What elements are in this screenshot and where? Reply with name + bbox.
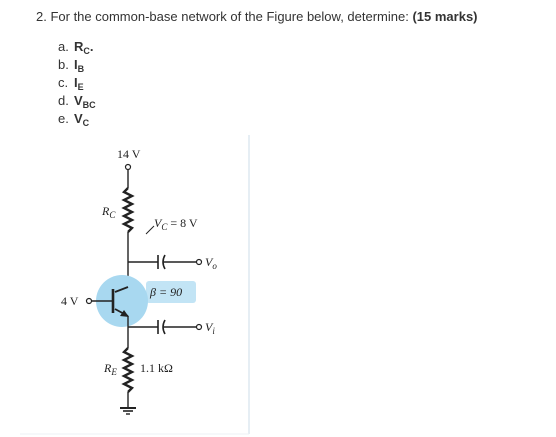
part-a: a. RC. (58, 38, 96, 56)
part-subscript: C (82, 118, 90, 128)
base-terminal (85, 297, 93, 305)
part-label: c. (58, 75, 69, 90)
beta-box (146, 281, 196, 303)
part-variable: V (74, 111, 83, 126)
part-suffix: . (89, 39, 94, 54)
emitter-arrow-icon (120, 310, 129, 317)
parts-list: a.RC. b.IB c.IE d.VBC e.VC (58, 38, 96, 128)
part-d: d. VBC (58, 92, 96, 110)
part-label: e. (58, 111, 69, 126)
part-label: b. (58, 57, 69, 72)
rc-resistor (121, 187, 135, 233)
vc-label: VC = 8 V (154, 216, 198, 232)
rc-label: RC (101, 204, 116, 220)
vi-terminal (195, 323, 203, 331)
question-marks: (15 marks) (412, 9, 478, 24)
supply-terminal (124, 163, 132, 171)
part-label: a. (58, 39, 69, 54)
part-variable: I (74, 57, 78, 72)
part-c: c. IE (58, 74, 96, 92)
re-resistor (121, 347, 135, 393)
part-subscript: E (77, 82, 84, 92)
beta-label: β = 90 (149, 285, 182, 299)
re-value: 1.1 kΩ (140, 361, 173, 375)
question-text: 2. For the common-base network of the Fi… (36, 8, 478, 26)
re-label: RE (103, 361, 117, 377)
vc-pointer (145, 225, 155, 235)
part-subscript: BC (82, 100, 96, 110)
question-body: 2. For the common-base network of the Fi… (36, 9, 413, 24)
part-variable: V (74, 93, 83, 108)
transistor-collector (114, 286, 129, 293)
supply-label: 14 V (117, 147, 141, 161)
part-b: b. IB (58, 56, 96, 74)
transistor-body (96, 275, 148, 327)
part-label: d. (58, 93, 69, 108)
part-subscript: C (83, 46, 90, 56)
part-variable: I (74, 75, 78, 90)
part-variable: R (74, 39, 84, 54)
base-voltage-label: 4 V (61, 294, 79, 308)
part-e: e. VC (58, 110, 96, 128)
vo-terminal (195, 258, 203, 266)
part-subscript: B (77, 64, 85, 74)
vo-label: Vo (205, 255, 217, 271)
vi-label: Vi (205, 320, 215, 336)
